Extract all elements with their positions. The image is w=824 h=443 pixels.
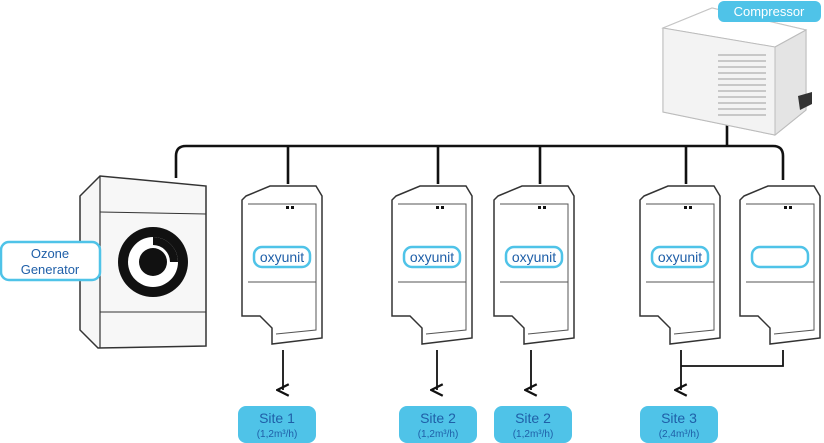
site-badge-3: Site 2 (1,2m³/h) <box>494 406 572 443</box>
site-name: Site 2 <box>515 410 551 426</box>
oxyunits: oxyunit oxyunit oxyunit oxyunit <box>241 185 821 345</box>
oxyunit-5 <box>739 185 821 345</box>
site-flow: (1,2m³/h) <box>418 429 459 440</box>
oxyunit-label-box <box>504 245 564 269</box>
site-flow: (1,2m³/h) <box>257 429 298 440</box>
site-3-merge-pipe <box>681 350 784 367</box>
oxyunit-label: oxyunit <box>658 249 702 265</box>
oxyunit-1: oxyunit <box>241 185 323 345</box>
ozone-generator-label-line2: Generator <box>21 262 80 277</box>
output-arrows <box>283 350 784 390</box>
ozone-generator-label-box <box>0 240 102 282</box>
ozone-generator-label-line1: Ozone <box>31 246 69 261</box>
main-pipe <box>174 144 785 180</box>
site-flow: (2,4m³/h) <box>659 429 700 440</box>
site-name: Site 2 <box>420 410 456 426</box>
site-badge-2: Site 2 (1,2m³/h) <box>399 406 477 443</box>
oxyunit-label: oxyunit <box>260 249 304 265</box>
site-name: Site 1 <box>259 410 295 426</box>
ozone-generator: Ozone Generator <box>0 175 207 349</box>
oxyunit-label: oxyunit <box>512 249 556 265</box>
oxyunit-3: oxyunit <box>493 185 575 345</box>
site-badge-4: Site 3 (2,4m³/h) <box>640 406 718 443</box>
compressor-label-badge <box>718 1 821 22</box>
oxyunit-label-box <box>252 245 312 269</box>
oxyunit-label-box <box>402 245 462 269</box>
compressor-label: Compressor <box>734 4 805 19</box>
sites: Site 1 (1,2m³/h) Site 2 (1,2m³/h) Site 2 (1,2… <box>238 406 718 443</box>
site-badge-1: Site 1 (1,2m³/h) <box>238 406 316 443</box>
oxyunit-2: oxyunit <box>391 185 473 345</box>
oxyunit-label-box <box>650 245 710 269</box>
oxyunit-label-box <box>750 245 810 269</box>
compressor: Compressor <box>661 1 821 137</box>
pipe-network <box>174 112 785 184</box>
oxyunit-4: oxyunit <box>639 185 721 345</box>
site-name: Site 3 <box>661 410 697 426</box>
site-flow: (1,2m³/h) <box>513 429 554 440</box>
oxyunit-label: oxyunit <box>410 249 454 265</box>
